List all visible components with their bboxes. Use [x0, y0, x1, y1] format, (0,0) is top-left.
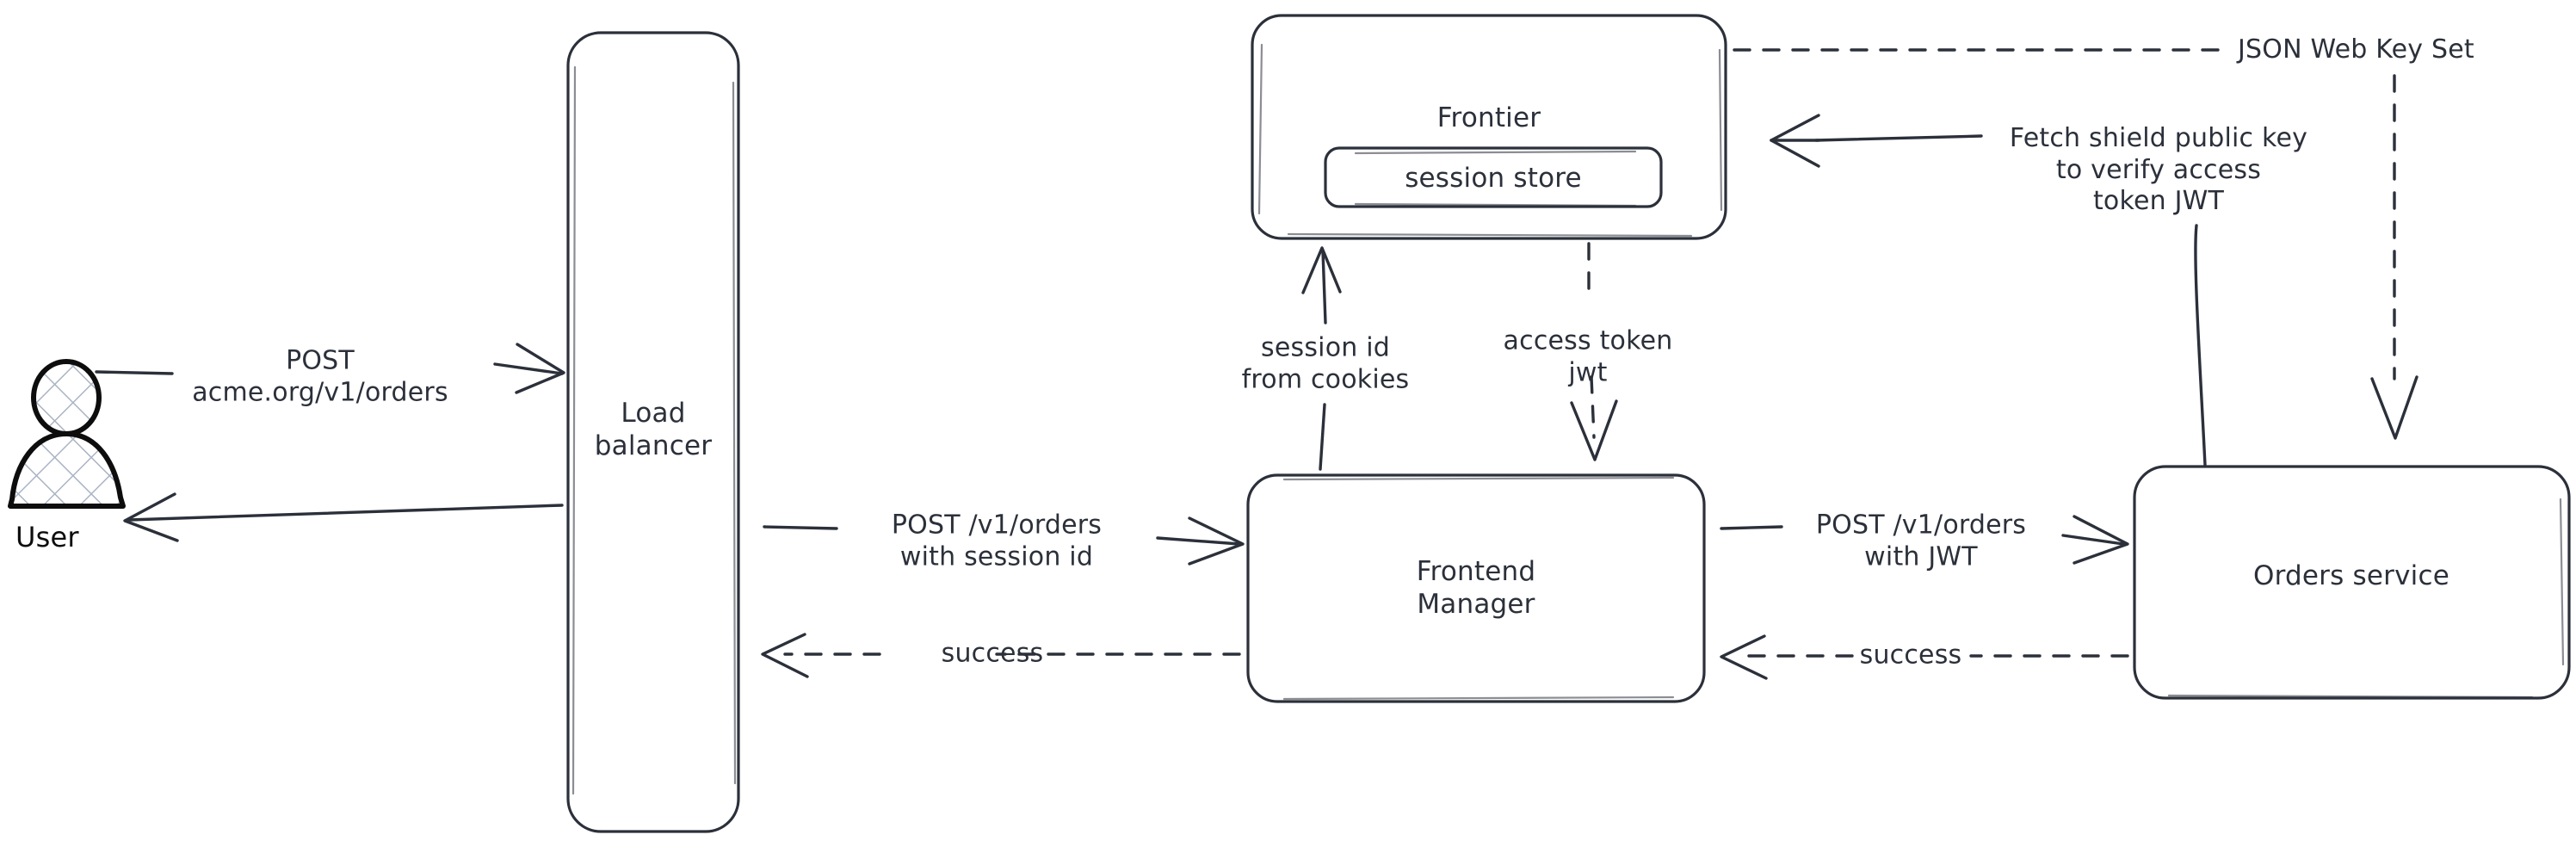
edge-load-balancer-to-frontend-manager [763, 516, 1245, 566]
edge-frontend-manager-to-frontier [1301, 246, 1342, 471]
node-load-balancer[interactable] [566, 31, 740, 833]
edge-orders-service-to-frontend-manager [1720, 634, 2129, 680]
edge-user-to-load-balancer [95, 343, 565, 394]
node-session-store[interactable] [1324, 146, 1663, 208]
edge-load-balancer-to-user [123, 492, 564, 542]
edge-orders-service-to-frontier [1770, 114, 2207, 467]
edge-frontier-to-orders-service [1733, 48, 2418, 440]
node-orders-service[interactable] [2133, 465, 2571, 700]
edge-frontend-manager-to-load-balancer [761, 633, 1241, 678]
edge-frontier-to-frontend-manager [1570, 242, 1618, 461]
edge-frontend-manager-to-orders-service [1720, 515, 2129, 565]
node-user[interactable] [8, 359, 126, 509]
node-frontend-manager[interactable] [1246, 473, 1706, 703]
